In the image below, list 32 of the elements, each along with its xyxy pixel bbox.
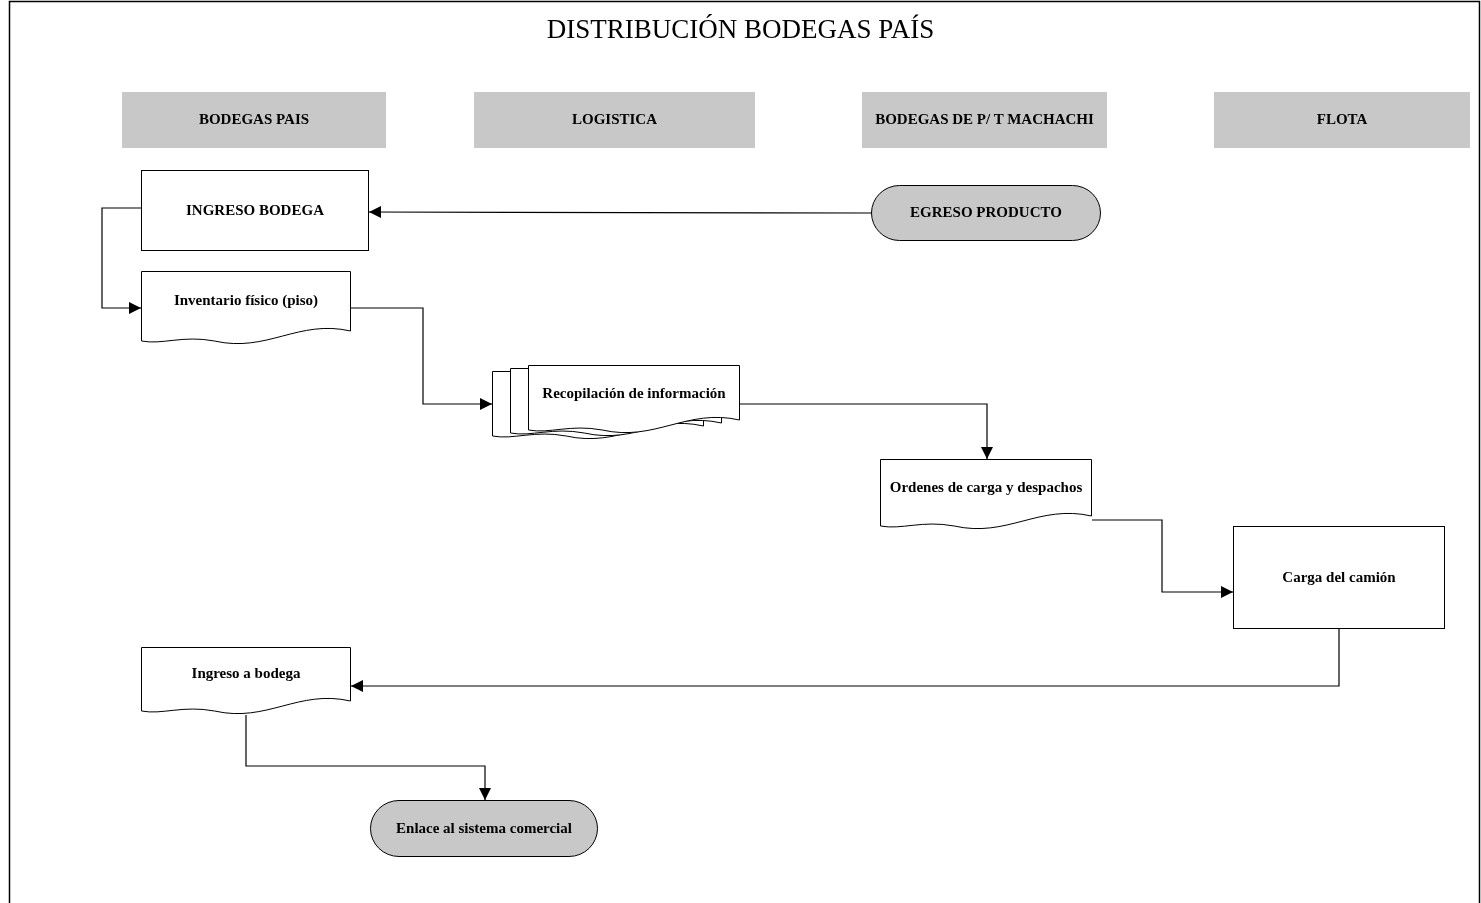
node-label: BODEGAS PAIS (198, 111, 310, 129)
arrow (101, 207, 142, 314)
multi-document-shape (492, 365, 740, 440)
node-label: LOGISTICA (572, 111, 657, 129)
node-label: Ordenes de carga y despachos (889, 478, 1083, 497)
arrow (245, 714, 491, 801)
node-label: EGRESO PRODUCTO (910, 204, 1062, 222)
node-label: Ingreso a bodega (191, 665, 301, 683)
lane-header (122, 92, 386, 148)
node-label: Carga del camión (1282, 568, 1396, 587)
lane-header (862, 92, 1107, 148)
terminator-shape (370, 800, 598, 857)
document-shape (141, 647, 351, 715)
process-box (1233, 526, 1445, 629)
arrow (739, 403, 993, 460)
node-label: Recopilación de información (542, 384, 726, 403)
diagram-title: DISTRIBUCIÓN BODEGAS PAÍS (545, 14, 936, 45)
node-label: INGRESO BODEGA (186, 201, 324, 220)
node-label: BODEGAS DE P/ T MACHACHI (875, 111, 1094, 129)
document-shape (880, 459, 1092, 530)
lane-header (1214, 92, 1470, 148)
node-label: FLOTA (1316, 111, 1368, 129)
arrow (1091, 519, 1234, 598)
document-shape (141, 271, 351, 345)
arrow (350, 628, 1340, 692)
node-label: Inventario físico (piso) (173, 292, 319, 310)
process-box (141, 170, 369, 251)
arrow (350, 307, 493, 410)
terminator-shape (871, 185, 1101, 241)
arrow (368, 206, 872, 218)
lane-header (474, 92, 755, 148)
node-label: Enlace al sistema comercial (396, 819, 572, 838)
